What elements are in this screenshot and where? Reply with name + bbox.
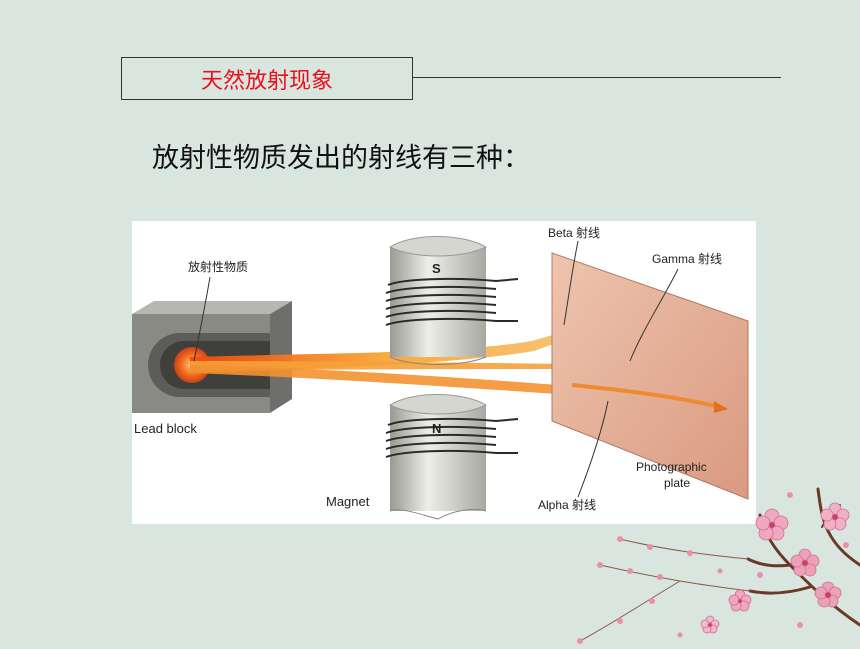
pointer-lines [193, 240, 679, 498]
label-plate-line1: Photographic [636, 460, 707, 474]
blossom-buds [577, 492, 849, 644]
label-alpha: Alpha 射线 [538, 497, 596, 512]
slide-title-box: 天然放射现象 [121, 57, 413, 100]
label-lead-block: Lead block [134, 421, 197, 436]
slide-title: 天然放射现象 [200, 68, 333, 94]
label-pole-north: N [432, 421, 441, 436]
radiation-diagram: 放射性物质 Lead block Magnet S N Beta 射线 Gamm… [132, 221, 756, 524]
alpha-arrow-on-plate [714, 401, 728, 413]
radiation-diagram-svg: 放射性物质 Lead block Magnet S N Beta 射线 Gamm… [132, 221, 756, 524]
label-plate-line2: plate [664, 476, 690, 490]
title-rule [413, 77, 781, 78]
photographic-plate [551, 252, 749, 500]
label-magnet: Magnet [326, 494, 370, 509]
blossom-flowers [700, 502, 850, 634]
magnet-south-coil [385, 277, 519, 326]
magnet-north-coil [385, 417, 519, 458]
alpha-beam-on-plate [571, 383, 721, 409]
label-gamma: Gamma 射线 [652, 251, 722, 266]
label-source: 放射性物质 [188, 259, 248, 274]
label-beta: Beta 射线 [548, 225, 600, 240]
magnet-north [388, 394, 488, 520]
slide-heading: 放射性物质发出的射线有三种： [152, 143, 530, 174]
magnet-south [388, 236, 488, 365]
label-pole-south: S [432, 261, 441, 276]
plum-blossom-svg [577, 487, 860, 644]
plum-blossom-decoration [560, 475, 860, 645]
